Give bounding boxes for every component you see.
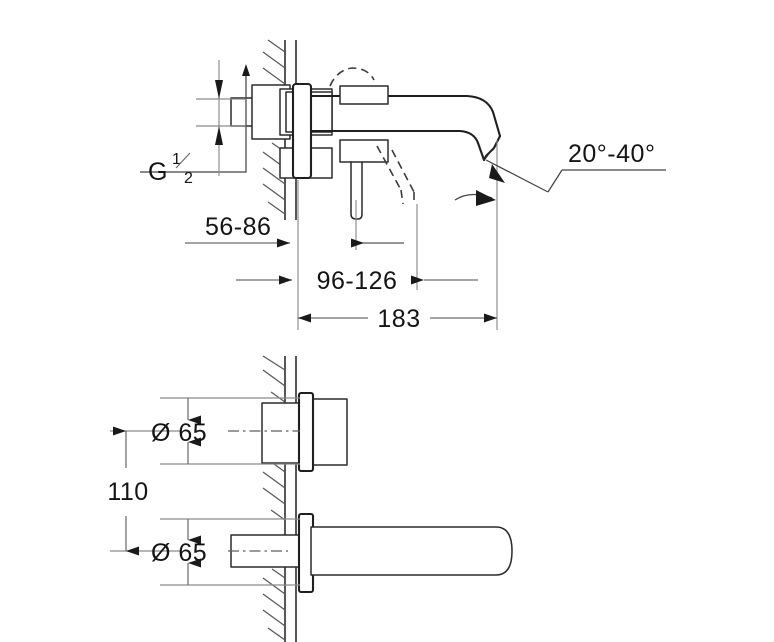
thread-label-G-half: G 1 2	[148, 151, 193, 187]
dimension-96-126-label: 96-126	[317, 267, 398, 295]
escutcheon-plate-upper	[291, 82, 313, 180]
lever-handle-upper	[329, 67, 415, 220]
dimension-diameter-65-upper: Ø 65	[151, 398, 207, 464]
dimension-diameter-65-lower-label: Ø 65	[151, 539, 207, 567]
dimension-56-86: 56-86	[185, 213, 290, 248]
dimension-56-86-label: 56-86	[205, 213, 271, 241]
lower-spout-assembly-plan	[228, 512, 513, 594]
thread-callout-leader	[140, 64, 250, 173]
dimension-diameter-65-lower: Ø 65	[151, 519, 207, 585]
dimension-96-126: 96-126	[236, 238, 478, 295]
extension-lines-lower	[110, 397, 300, 586]
upper-valve-assembly-plan	[228, 391, 348, 473]
wall-hatching-lower	[262, 355, 286, 641]
thread-label-numerator: 1	[172, 151, 181, 168]
dimension-diameter-65-upper-label: Ø 65	[151, 419, 207, 447]
dimension-183-label: 183	[377, 305, 420, 333]
dimension-110: 110	[107, 426, 148, 556]
dimension-110-label: 110	[107, 478, 148, 506]
view-side-elevation: G 1 2 56-86	[140, 39, 666, 333]
outlet-angle-callout: 20°-40°	[454, 140, 666, 206]
wall-section-lower	[262, 355, 297, 642]
outlet-angle-label: 20°-40°	[568, 140, 655, 168]
dimension-183: 183	[298, 305, 497, 333]
view-front-plan: Ø 65 Ø 65 110	[107, 355, 513, 642]
thread-label-prefix: G	[148, 158, 168, 186]
thread-label-denominator: 2	[184, 170, 193, 187]
inlet-height-arrows	[196, 60, 246, 176]
